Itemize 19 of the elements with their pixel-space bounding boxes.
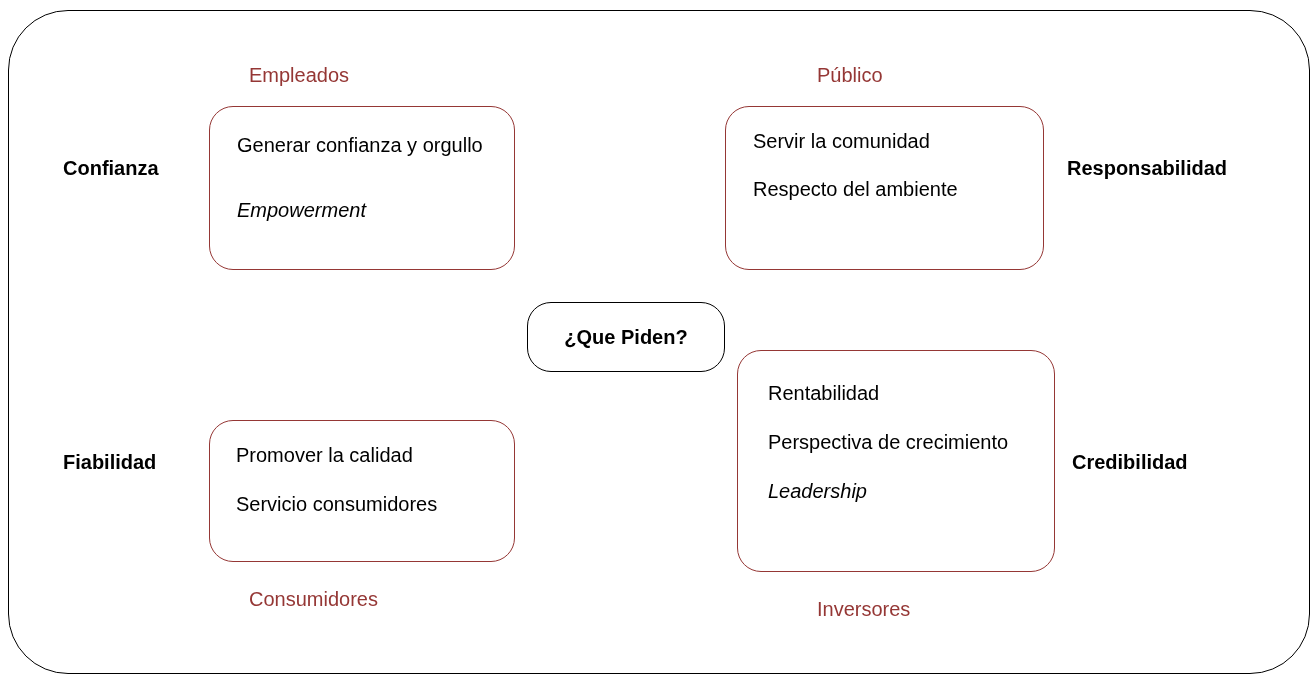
box-text: Leadership [768,479,868,504]
stakeholder-heading: Público [817,63,883,88]
side-label: Credibilidad [1072,450,1188,475]
rounded-frame [8,10,1310,674]
box-text: Promover la calidad [236,443,414,468]
box-text: Perspectiva de crecimiento [768,430,1010,455]
box-text: Respecto del ambiente [753,177,959,202]
box-text: Servir la comunidad [753,129,931,154]
side-label: Responsabilidad [1067,156,1228,181]
stakeholder-heading: Consumidores [249,587,378,612]
box-text: Empowerment [237,198,368,223]
box-text: Generar confianza y orgullo [237,133,484,158]
box-text: Rentabilidad [768,381,881,406]
stakeholder-heading: Inversores [817,597,911,622]
box-text: Servicio consumidores [236,492,439,517]
stakeholder-heading: Empleados [249,63,350,88]
side-label: Fiabilidad [63,450,157,475]
side-label: Confianza [63,156,159,181]
box-text: ¿Que Piden? [564,325,688,350]
